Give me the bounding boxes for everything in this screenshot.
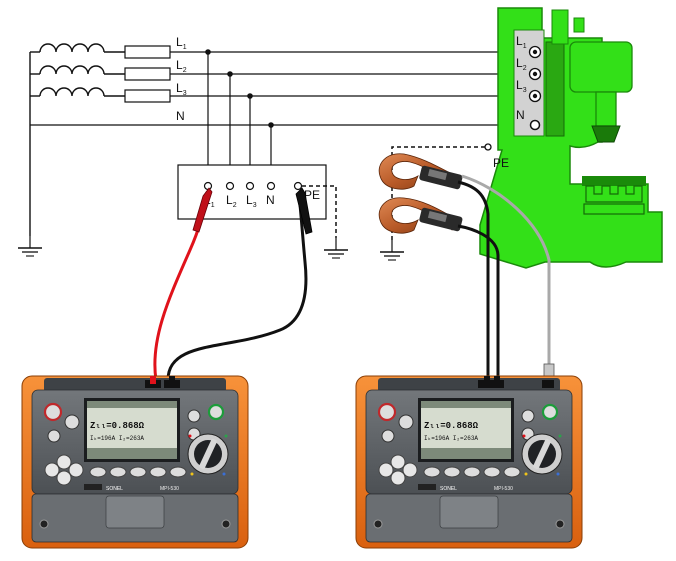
machine-pe-terminal bbox=[484, 143, 492, 151]
meter-model: MPI-530 bbox=[494, 486, 513, 492]
meter-brand-logo: SONEL bbox=[106, 486, 123, 492]
socket-label-l2: L2 bbox=[226, 193, 237, 209]
meter-display-sub: Iₖ=196A I₂=263A bbox=[424, 435, 478, 442]
mains-label-l2: L2 bbox=[176, 58, 187, 74]
clamp-leads bbox=[457, 174, 551, 384]
ground-icon bbox=[17, 235, 43, 257]
socket-terminals bbox=[203, 181, 303, 191]
machine-terminals bbox=[528, 45, 542, 131]
meter-brand-logo: SONEL bbox=[440, 486, 457, 492]
machine-label-l3: L3 bbox=[516, 78, 527, 94]
clamp-lower bbox=[378, 197, 463, 234]
mains-label-l3: L3 bbox=[176, 81, 187, 97]
meter-socket bbox=[478, 380, 504, 388]
meter-model: MPI-530 bbox=[160, 486, 179, 492]
supply-coils bbox=[29, 43, 125, 236]
mains-label-l1: L1 bbox=[176, 35, 187, 51]
meter-socket bbox=[542, 380, 554, 388]
socket-label-l3: L3 bbox=[246, 193, 257, 209]
mains-lines bbox=[30, 51, 535, 126]
socket-label-pe: PE bbox=[304, 188, 320, 202]
machine-label-n: N bbox=[516, 108, 525, 122]
ground-icon bbox=[323, 237, 349, 259]
red-test-lead bbox=[153, 187, 213, 381]
machine bbox=[479, 7, 663, 269]
ground-icon bbox=[379, 239, 405, 261]
meter-right: Zₗₗ=0.868Ω Iₖ=196A I₂=263A SONEL MPI-530 bbox=[354, 374, 584, 550]
machine-label-pe: PE bbox=[493, 156, 509, 170]
machine-label-l2: L2 bbox=[516, 56, 527, 72]
socket-drops bbox=[205, 49, 274, 183]
clamp-upper bbox=[378, 153, 463, 190]
meter-display-sub: Iₖ=196A I₂=263A bbox=[90, 435, 144, 442]
black-test-lead bbox=[166, 187, 313, 381]
meter-display-value: Zₗₗ=0.868Ω bbox=[90, 421, 145, 431]
socket-label-n: N bbox=[266, 193, 275, 207]
machine-label-l1: L1 bbox=[516, 34, 527, 50]
meter-display-value: Zₗₗ=0.868Ω bbox=[424, 421, 479, 431]
mains-label-n: N bbox=[176, 109, 185, 123]
meter-left: Zₗₗ=0.868Ω Iₖ=196A I₂=263A SONEL MPI-530 bbox=[20, 374, 250, 550]
fuses bbox=[124, 45, 171, 103]
